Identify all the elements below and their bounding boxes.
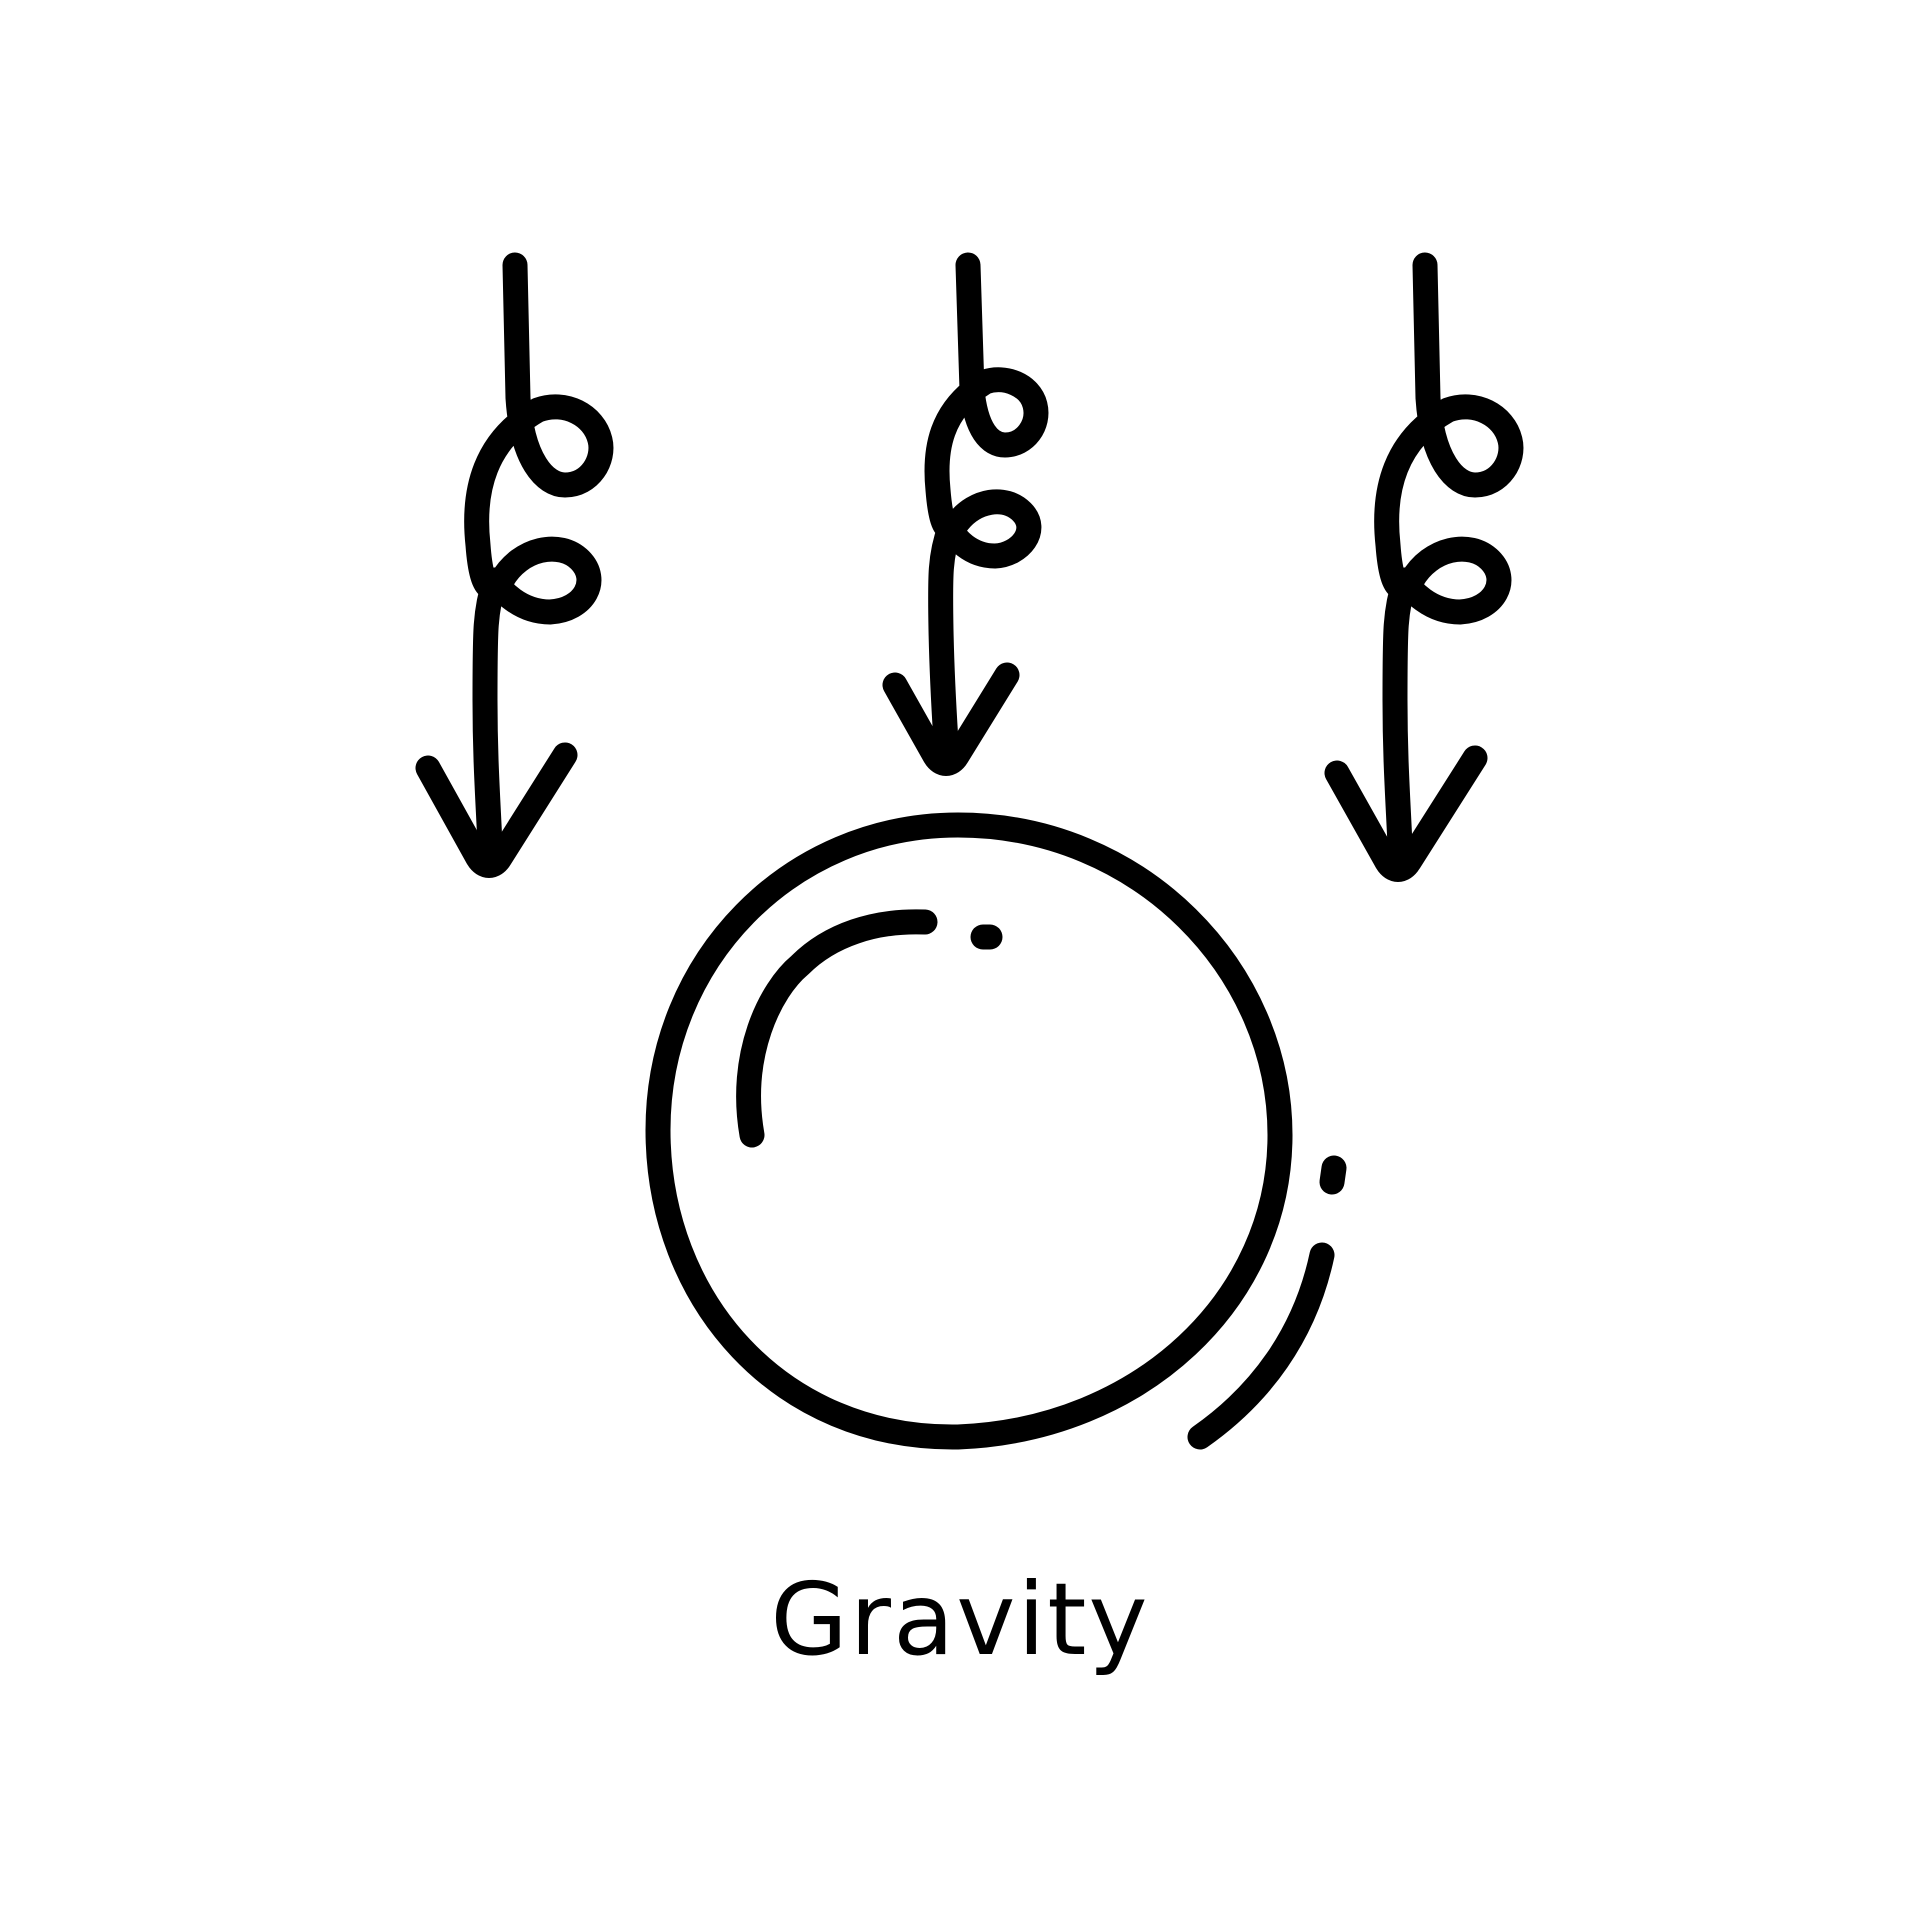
planet-circle	[645, 812, 1293, 1450]
right-arrow-head	[1324, 745, 1488, 882]
left-arrow-icon	[415, 252, 614, 878]
right-arrow-icon	[1324, 252, 1524, 882]
motion-accent-arc	[1187, 1242, 1335, 1450]
right-arrow-shaft	[1374, 252, 1524, 858]
planet-highlight-arc	[736, 909, 938, 1148]
middle-arrow-shaft	[924, 252, 1049, 755]
left-arrow-head	[415, 742, 578, 878]
caption-label: Gravity	[770, 1561, 1150, 1678]
motion-accent-dot	[1319, 1155, 1347, 1195]
middle-arrow-head	[882, 662, 1020, 776]
left-arrow-shaft	[464, 252, 614, 858]
middle-arrow-icon	[882, 252, 1049, 776]
